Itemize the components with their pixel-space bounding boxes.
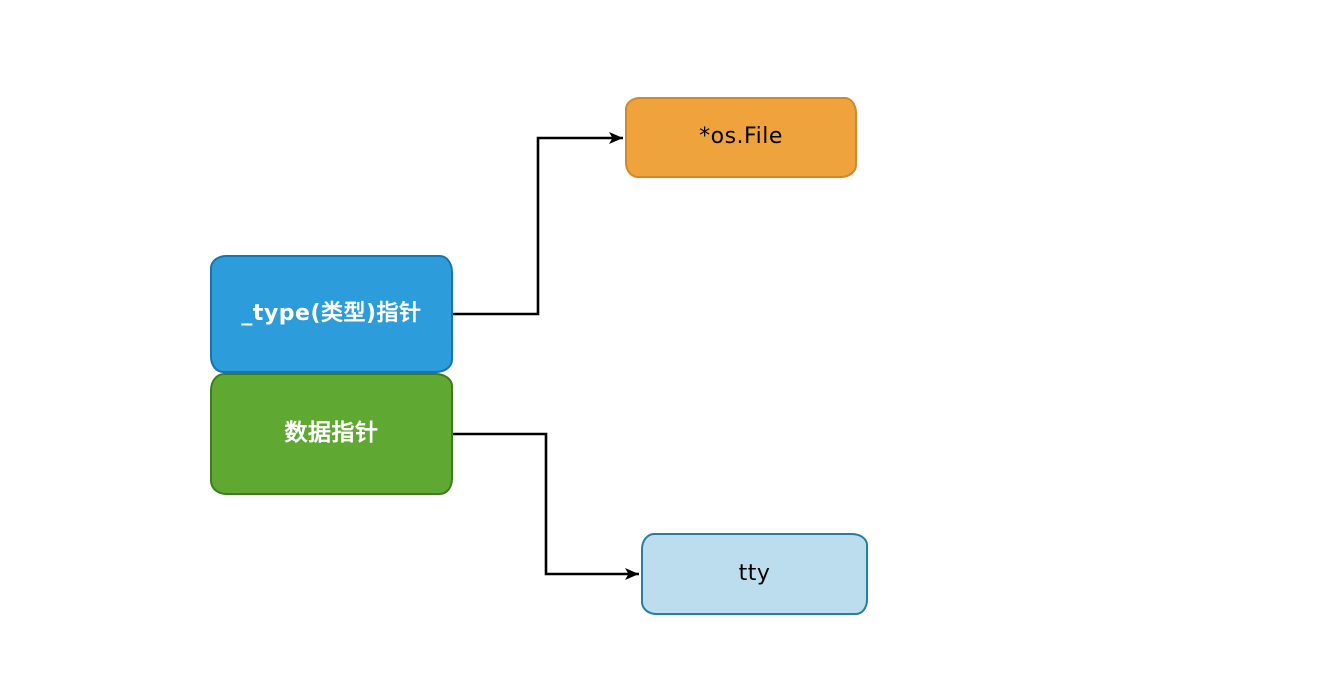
node-os-file-label: *os.File xyxy=(699,124,783,150)
node-os-file: *os.File xyxy=(625,97,857,178)
node-data-pointer: 数据指针 xyxy=(210,373,453,495)
edge-type-pointer-to-os-file xyxy=(453,132,623,316)
node-tty: tty xyxy=(641,533,868,615)
node-type-pointer: _type(类型)指针 xyxy=(210,255,453,373)
node-tty-label: tty xyxy=(738,560,771,586)
node-type-pointer-label: _type(类型)指针 xyxy=(241,300,422,326)
edge-data-pointer-to-tty xyxy=(453,432,639,580)
node-data-pointer-label: 数据指针 xyxy=(284,420,379,447)
